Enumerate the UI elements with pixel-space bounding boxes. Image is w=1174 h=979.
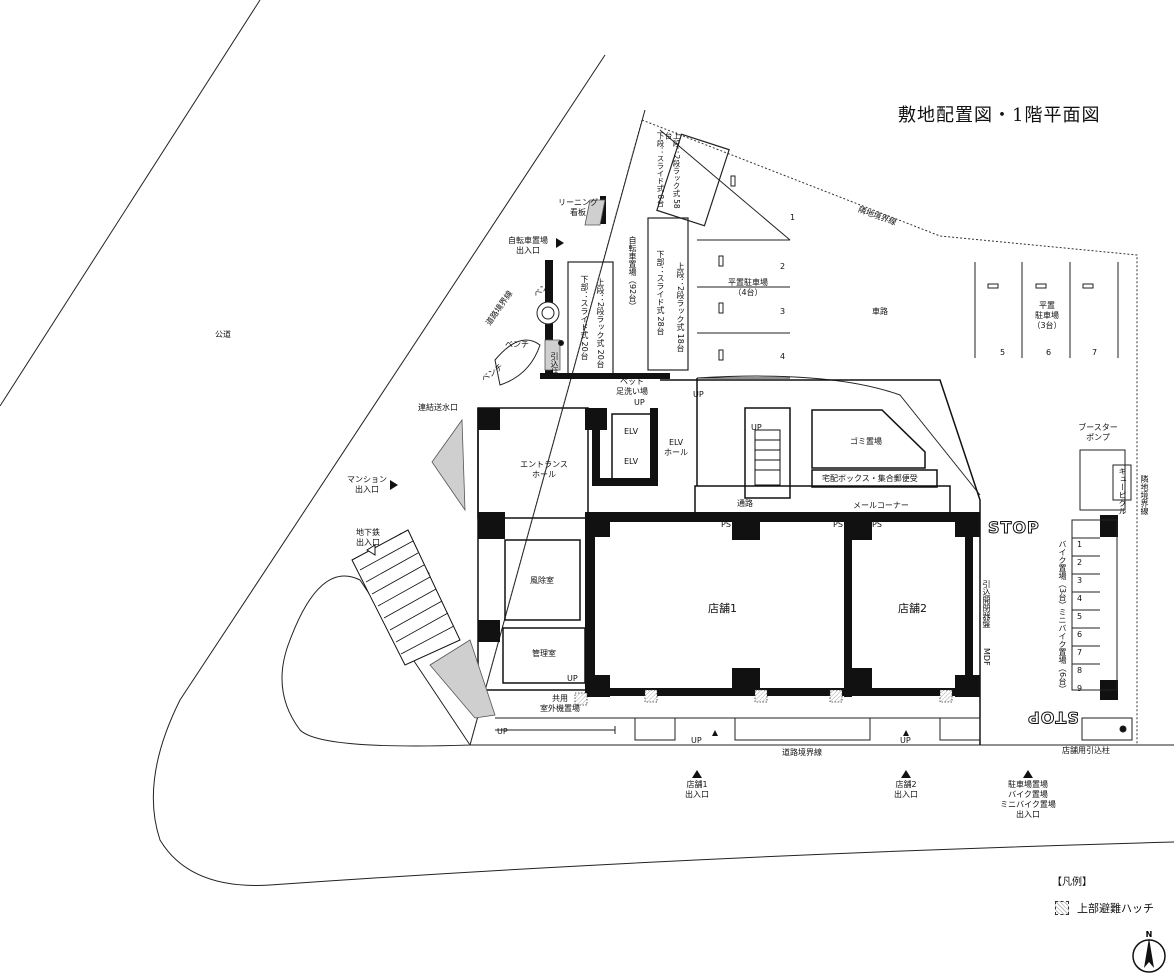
label-parking-entrance: 駐車場置場 バイク置場 ミニバイク置場 出入口: [1000, 780, 1056, 819]
label-elv-2: ELV: [624, 457, 639, 466]
parking-number-4: 4: [780, 352, 786, 361]
label-shop-lead-pole: 店舗用引込柱: [1062, 746, 1110, 755]
front-planters: [495, 717, 981, 741]
label-up-4: UP: [497, 727, 508, 736]
equipment-right: [1071, 449, 1133, 741]
label-management: 管理室: [532, 649, 556, 658]
label-ps-3: PS: [872, 520, 882, 529]
bike-number-6: 6: [1077, 630, 1083, 639]
north-arrow-icon: N: [1132, 930, 1166, 973]
label-passage: 通路: [737, 499, 753, 508]
label-bench-2: ベンチ: [505, 340, 529, 349]
legend-heading: 【凡例】: [1052, 877, 1092, 888]
label-bike-a2: 上段：2段ラック式 20台: [596, 278, 605, 368]
planting: [429, 199, 606, 719]
label-garbage: ゴミ置場: [850, 437, 882, 446]
stop-marking-2: STOP: [1027, 708, 1080, 728]
label-bike-upper-right: 上段：2段ラック式 58台 下段：スライド式 8台: [656, 132, 681, 209]
label-mail-corner: メールコーナー: [853, 501, 909, 510]
label-shop-1: 店舗1: [708, 602, 737, 615]
bike-number-2: 2: [1077, 558, 1083, 567]
plan-title: 敷地配置図・1階平面図: [898, 105, 1101, 126]
parking-number-7: 7: [1092, 348, 1098, 357]
label-entrance-hall: エントランス ホール: [520, 460, 568, 479]
label-delivery-box: 宅配ボックス・集合郵便受: [822, 474, 918, 483]
label-ps-1: PS: [721, 520, 731, 529]
north-label: N: [1146, 930, 1153, 939]
bike-number-4: 4: [1077, 594, 1083, 603]
label-mansion-entrance: マンション 出入口: [347, 475, 387, 494]
hatch-icon: [1055, 901, 1069, 915]
label-bike-c2: 下部：スライド式 28台: [656, 250, 665, 335]
parking-number-5: 5: [1000, 348, 1006, 357]
label-car-road: 車路: [872, 307, 888, 316]
road-lines: [0, 0, 1174, 886]
label-fire-water: 連結送水口: [418, 403, 458, 412]
label-up-1: UP: [634, 398, 645, 407]
label-elv-1: ELV: [624, 427, 639, 436]
label-up-7: UP: [567, 674, 578, 683]
label-road-boundary-bottom: 道路境界線: [782, 748, 822, 757]
bike-number-9: 9: [1077, 684, 1083, 693]
stop-marking-1: STOP: [988, 518, 1040, 538]
label-bicycle-entrance: 自転車置場 出入口: [508, 236, 548, 255]
label-up-3: UP: [751, 423, 762, 432]
label-bike-b: 自転車置場（92台）: [628, 236, 637, 311]
label-bike-a: 下部：スライド式 20台: [580, 275, 589, 360]
label-bike-c: 上段：2段ラック式 18台: [676, 262, 685, 352]
label-elv-hall: ELV ホール: [664, 438, 688, 457]
bike-number-7: 7: [1077, 648, 1083, 657]
label-lead-switch: 引込開閉器盤: [982, 580, 991, 628]
label-shop-2: 店舗2: [898, 602, 927, 615]
bike-number-1: 1: [1077, 540, 1083, 549]
label-leaning-board: リーニング 看板: [558, 198, 598, 217]
hatch-symbols: [574, 689, 953, 706]
label-mdf: MDF: [982, 648, 991, 666]
bicycle-parking: [567, 133, 730, 375]
label-shop1-entrance: 店舗1 出入口: [685, 780, 709, 799]
label-booster-pump: ブースター ポンプ: [1078, 423, 1118, 442]
benches: [494, 301, 564, 386]
label-lead-pole: 引込柱: [550, 352, 559, 376]
bike-number-8: 8: [1077, 666, 1083, 675]
thick-walls: [396, 196, 1118, 700]
label-mini-bike: ミニバイク置場（6台）: [1058, 608, 1067, 694]
label-shop2-entrance: 店舗2 出入口: [894, 780, 918, 799]
bike-number-3: 3: [1077, 576, 1083, 585]
label-pet-wash: ペット 足洗い場: [616, 377, 648, 396]
wheel-stops: [718, 175, 1094, 361]
legend-hatch: 上部避難ハッチ: [1055, 900, 1154, 916]
label-parking-flat: 平置駐車場 （4台）: [728, 278, 768, 297]
label-up-6: UP: [900, 736, 911, 745]
bike-number-5: 5: [1077, 612, 1083, 621]
staircase: [351, 429, 781, 666]
label-subway-entrance: 地下鉄 出入口: [356, 528, 380, 547]
parking-number-3: 3: [780, 307, 786, 316]
label-up-5: UP: [691, 736, 702, 745]
label-wind-room: 風除室: [530, 576, 554, 585]
label-parking-flat-right: 平置 駐車場 （3台）: [1032, 301, 1062, 330]
parking-lines: [659, 129, 1119, 496]
label-adjacent-boundary-right: 隣地境界線: [1140, 475, 1149, 515]
label-outdoor-unit: 共用 室外機置場: [540, 694, 580, 713]
label-up-2: UP: [693, 390, 704, 399]
entrance-arrows: [366, 238, 1033, 778]
label-ps-2: PS: [833, 520, 843, 529]
label-bike-parking: バイク置場（3台）: [1058, 540, 1067, 610]
parking-number-6: 6: [1046, 348, 1052, 357]
label-cubicle: キュービクル: [1118, 467, 1127, 515]
legend-hatch-label: 上部避難ハッチ: [1077, 902, 1154, 915]
parking-number-2: 2: [780, 262, 786, 271]
label-public-road: 公道: [215, 330, 231, 339]
parking-number-1: 1: [790, 213, 796, 222]
